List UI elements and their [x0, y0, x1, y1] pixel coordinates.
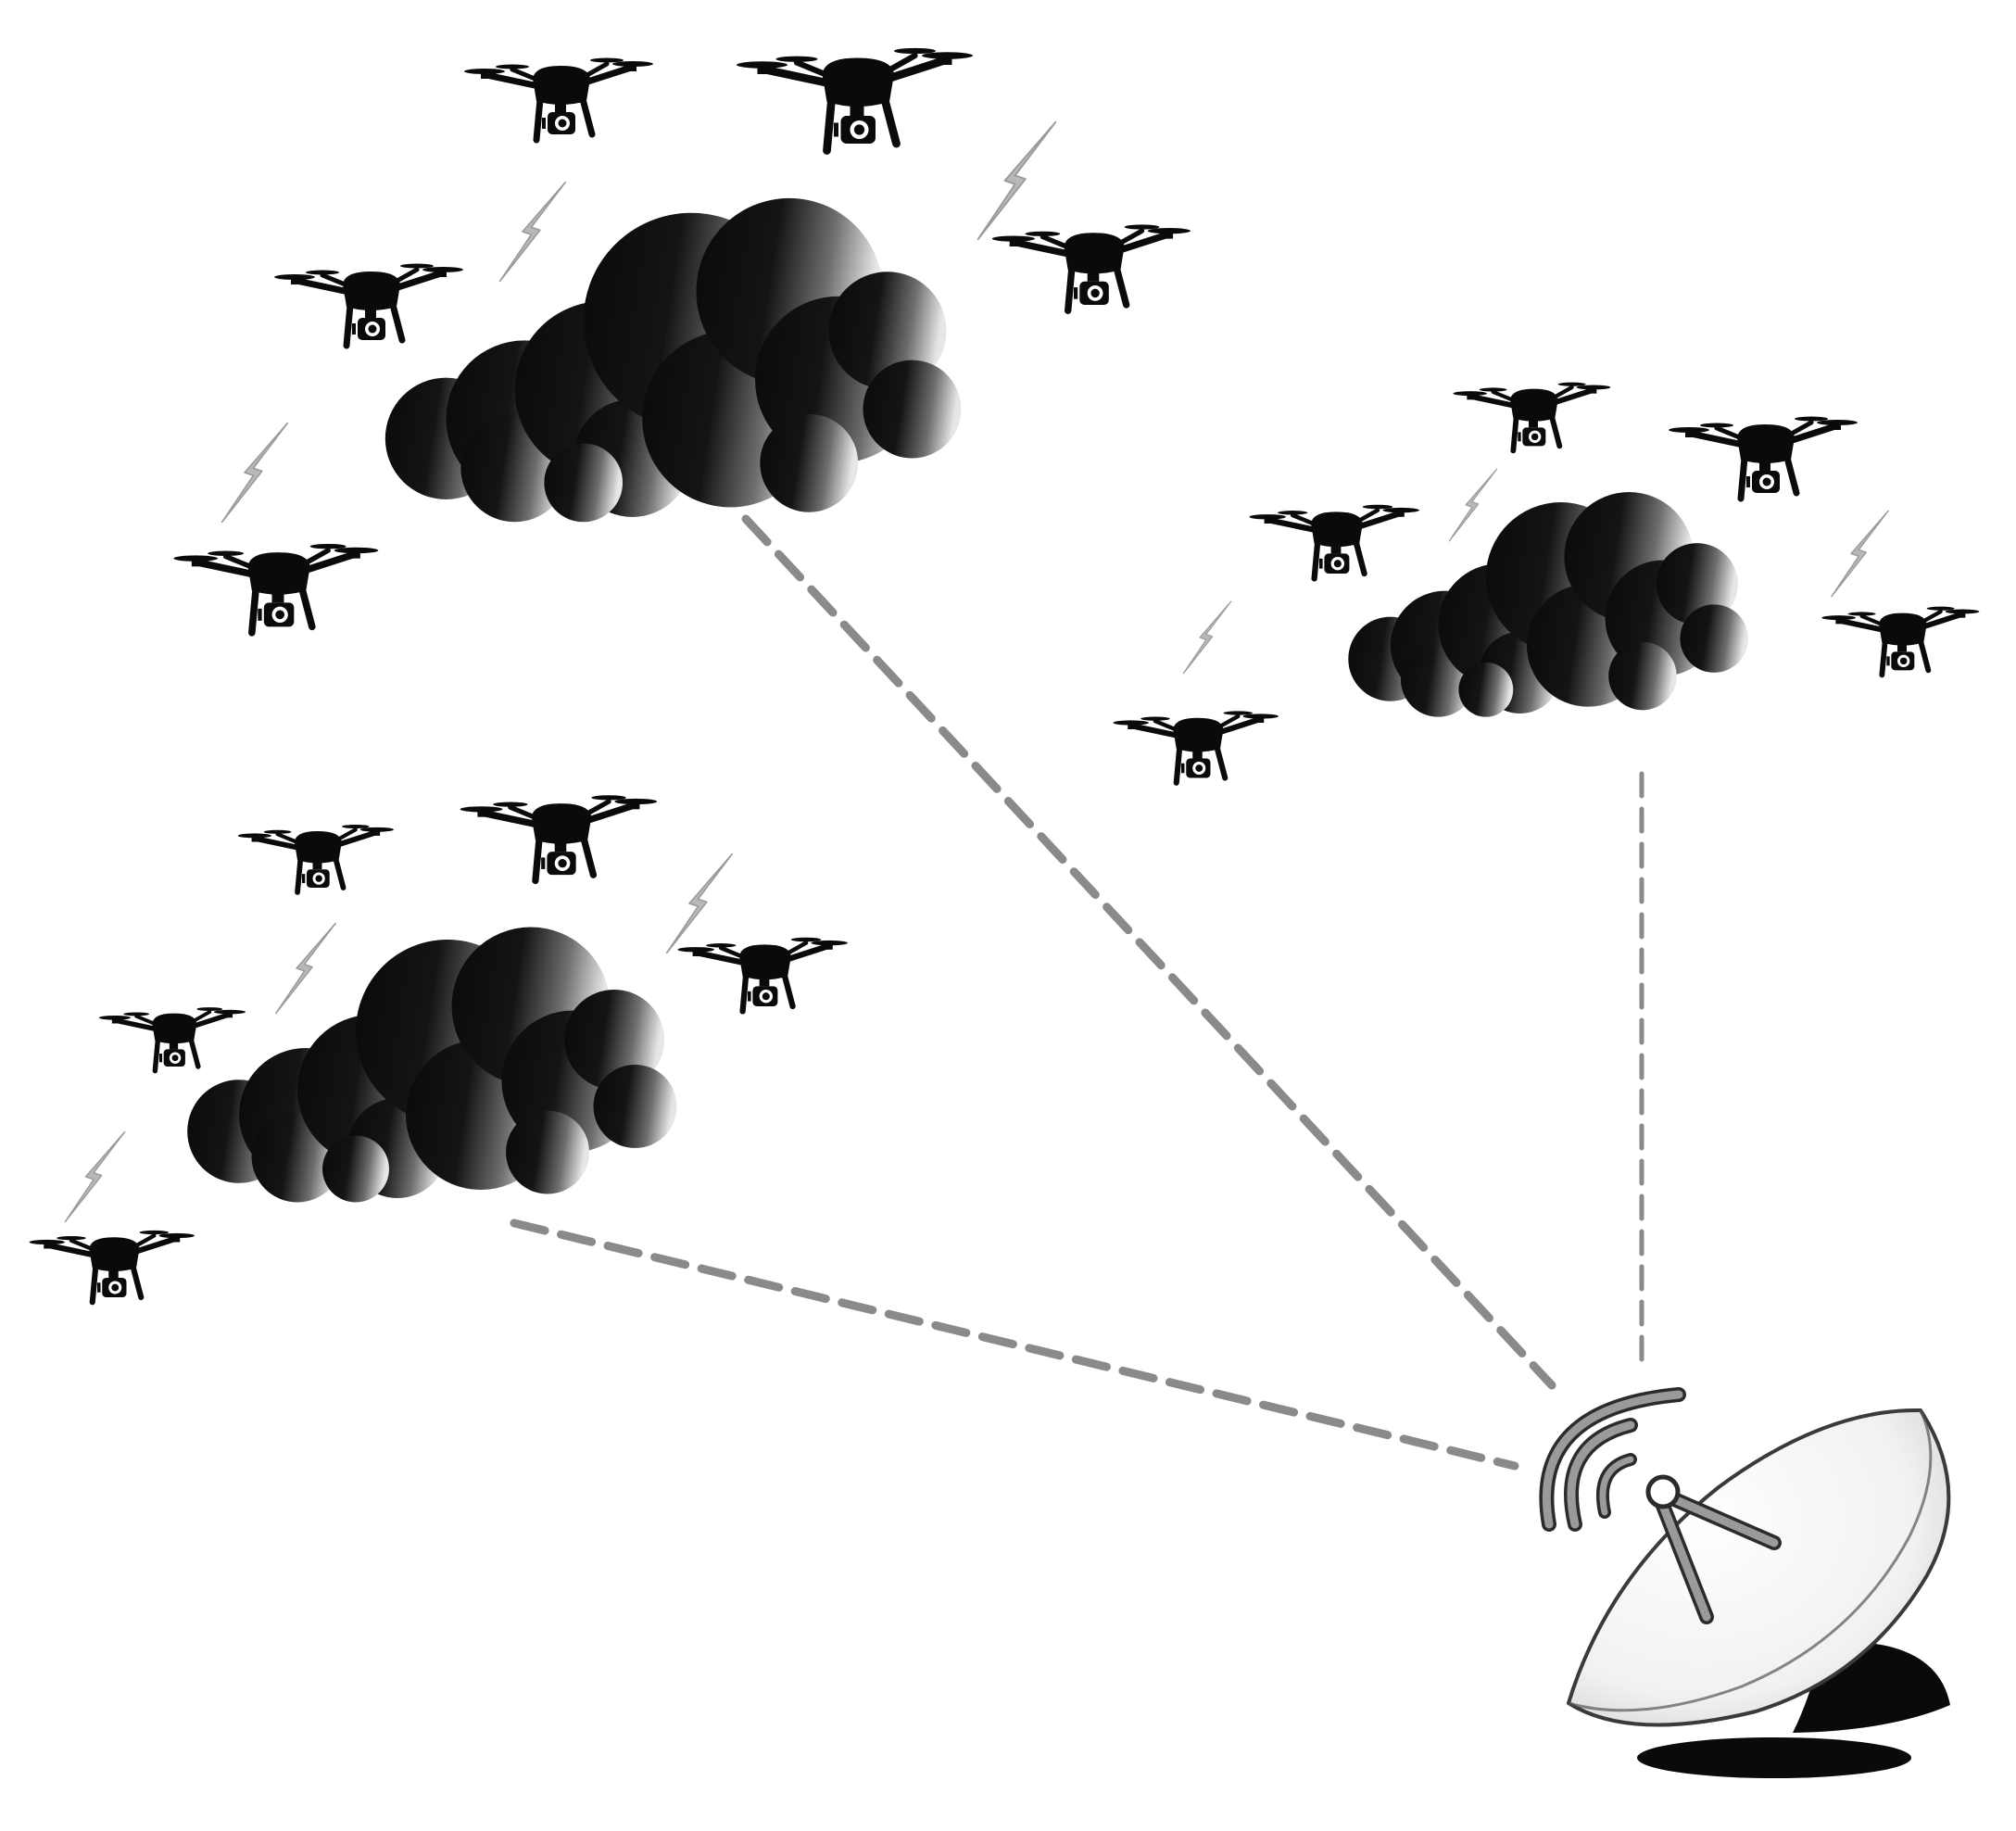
link-swarm-3 — [510, 1219, 1519, 1471]
link-swarm-1 — [741, 514, 1556, 1390]
dish-shadow — [1637, 1737, 1911, 1778]
signal-waves — [1539, 1387, 1686, 1532]
swarm-links — [510, 514, 1644, 1471]
satellite-dish-icon — [1539, 1387, 1951, 1778]
dish-bowl — [1567, 1408, 1951, 1727]
